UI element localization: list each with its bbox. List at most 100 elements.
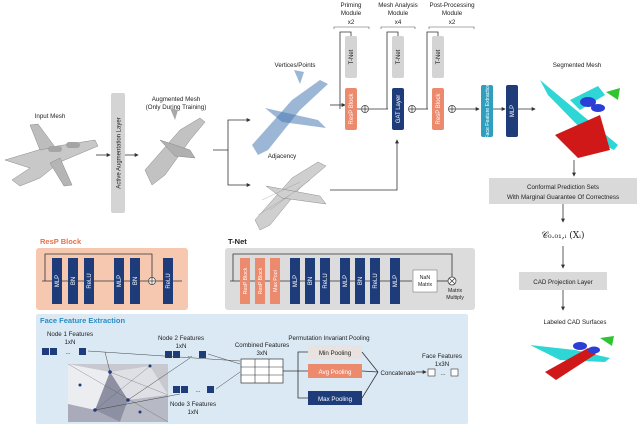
tnet-blocks: ResP Block ResP Block Max Pool MLP BN Re…	[240, 258, 400, 304]
post-processing-sublabel: Module	[442, 10, 463, 17]
node2-dots: ...	[187, 352, 192, 359]
tnet-panel-title: T-Net	[228, 237, 247, 246]
input-mesh-label: Input Mesh	[35, 113, 66, 120]
post-processing-label: Post-Processing	[429, 2, 475, 9]
priming-bracket	[333, 26, 370, 29]
mesh-illustration	[67, 363, 169, 423]
tnet-block-mlp-3-label: MLP	[393, 275, 399, 287]
node1-dots: ...	[65, 349, 70, 356]
face-feature-vector	[427, 368, 459, 377]
priming-tnet-block	[345, 36, 357, 78]
resp-block-relu-1-label: ReLU	[87, 273, 93, 288]
tnet-block-resp-2-label: ResP Block	[258, 267, 264, 294]
nan-matrix-label: NaN	[420, 275, 431, 281]
resp-block-bn-2-label: BN	[133, 277, 139, 285]
augmentation-layer-label: Active Augmentation Layer	[117, 117, 123, 188]
augmented-mesh-label: Augmented Mesh	[152, 96, 201, 103]
resp-block-mlp-1	[52, 258, 62, 304]
resp-panel-title: ResP Block	[40, 237, 82, 246]
gat-layer-block	[392, 88, 404, 130]
node3-vector	[173, 386, 214, 393]
node-connectors	[87, 350, 241, 411]
priming-module-sublabel: Module	[341, 10, 362, 17]
tnet-skip	[232, 253, 453, 281]
skip-post	[426, 31, 439, 109]
analysis-bracket	[380, 26, 416, 29]
node1-vector	[42, 348, 86, 355]
node2-vector	[165, 351, 206, 358]
augmentation-layer-block	[111, 93, 125, 213]
tnet-block-relu-2	[370, 258, 380, 304]
resp-block-mlp-1-label: MLP	[55, 275, 61, 287]
combined-matrix	[240, 358, 284, 384]
tnet-block-maxpool	[270, 258, 280, 304]
resp-block-mlp-2-label: MLP	[117, 275, 123, 287]
tnet-block-bn-2-label: BN	[358, 277, 364, 285]
combined-dim: 3xN	[256, 350, 267, 357]
tnet-block-mlp-1	[290, 258, 300, 304]
analysis-tnet-label: T-Net	[396, 49, 402, 64]
node2-dim: 1xN	[175, 343, 186, 350]
pool-split	[283, 351, 308, 399]
priming-resp-block	[345, 88, 357, 130]
conformal-formula: 𝒞₀.₀₁,ᵢ (Xᵢ)	[541, 230, 584, 241]
resp-block-relu-2	[163, 258, 173, 304]
tnet-block-mlp-1-label: MLP	[293, 275, 299, 287]
analysis-tnet-block	[392, 36, 404, 78]
resp-block-bn-1-label: BN	[71, 277, 77, 285]
segmented-mesh-label: Segmented Mesh	[553, 62, 602, 69]
post-multiplier: x2	[449, 19, 456, 26]
segmented-mesh-image	[540, 80, 620, 158]
augmented-mesh-sublabel: (Only During Training)	[146, 104, 207, 111]
conformal-box	[489, 178, 637, 204]
post-resp-label: ResP Block	[436, 93, 442, 125]
combined-label: Combined Features	[235, 342, 289, 349]
vertices-label: Vertices/Points	[275, 62, 316, 69]
mesh-analysis-sublabel: Module	[388, 10, 409, 17]
max-pool-box	[308, 391, 362, 405]
face-features-label: Face Features	[422, 353, 462, 360]
concatenate-label: Concatenate	[380, 370, 416, 377]
adjacency-graph	[254, 161, 327, 231]
cad-projection-box	[519, 272, 607, 290]
avg-pool-box	[308, 364, 362, 378]
post-bracket	[428, 26, 475, 29]
resp-block-bn-1	[68, 258, 78, 304]
tnet-block-bn-2	[355, 258, 365, 304]
top-mlp-block	[506, 85, 518, 137]
node2-label: Node 2 Features	[158, 335, 204, 342]
tnet-block-bn-1-label: BN	[308, 277, 314, 285]
node3-dim: 1xN	[187, 409, 198, 416]
face-feature-label: Face Feature Extraction	[485, 83, 491, 138]
resp-skip	[44, 253, 153, 281]
input-mesh-image	[4, 123, 99, 187]
augmented-mesh-image	[144, 108, 206, 186]
labeled-cad-label: Labeled CAD Surfaces	[544, 319, 607, 326]
cad-projection-label: CAD Projection Layer	[533, 279, 593, 286]
resp-block-relu-2-label: ReLU	[166, 273, 172, 288]
matrix-multiply-sublabel: Multiply	[446, 295, 464, 301]
post-resp-block	[432, 88, 444, 130]
vertices-point-cloud	[252, 70, 328, 155]
tnet-block-resp-2	[255, 258, 265, 304]
pool-merge	[361, 351, 379, 399]
face-feature-block	[481, 85, 493, 137]
face-features-dim: 1x3N	[435, 361, 449, 368]
min-pool-label: Min Pooling	[319, 350, 352, 357]
resp-block-mlp-2	[114, 258, 124, 304]
tnet-block-mlp-2-label: MLP	[343, 275, 349, 287]
resp-blocks: MLP BN ReLU MLP BN ReLU	[52, 258, 173, 304]
top-mlp-label: MLP	[510, 105, 516, 117]
priming-resp-label: ResP Block	[349, 93, 355, 125]
perm-pool-label: Permutation Invariant Pooling	[288, 335, 370, 342]
node1-dim: 1xN	[64, 339, 75, 346]
conformal-subtitle: With Marginal Guarantee Of Correctness	[507, 194, 619, 201]
min-pool-box	[308, 345, 362, 359]
max-pool-label: Max Pooling	[318, 396, 353, 403]
arrow-adjacency-gat	[330, 139, 399, 191]
priming-multiplier: x2	[348, 19, 355, 26]
skip-priming	[339, 31, 352, 109]
tnet-block-maxpool-label: Max Pool	[273, 270, 279, 292]
skip-analysis	[386, 31, 399, 109]
